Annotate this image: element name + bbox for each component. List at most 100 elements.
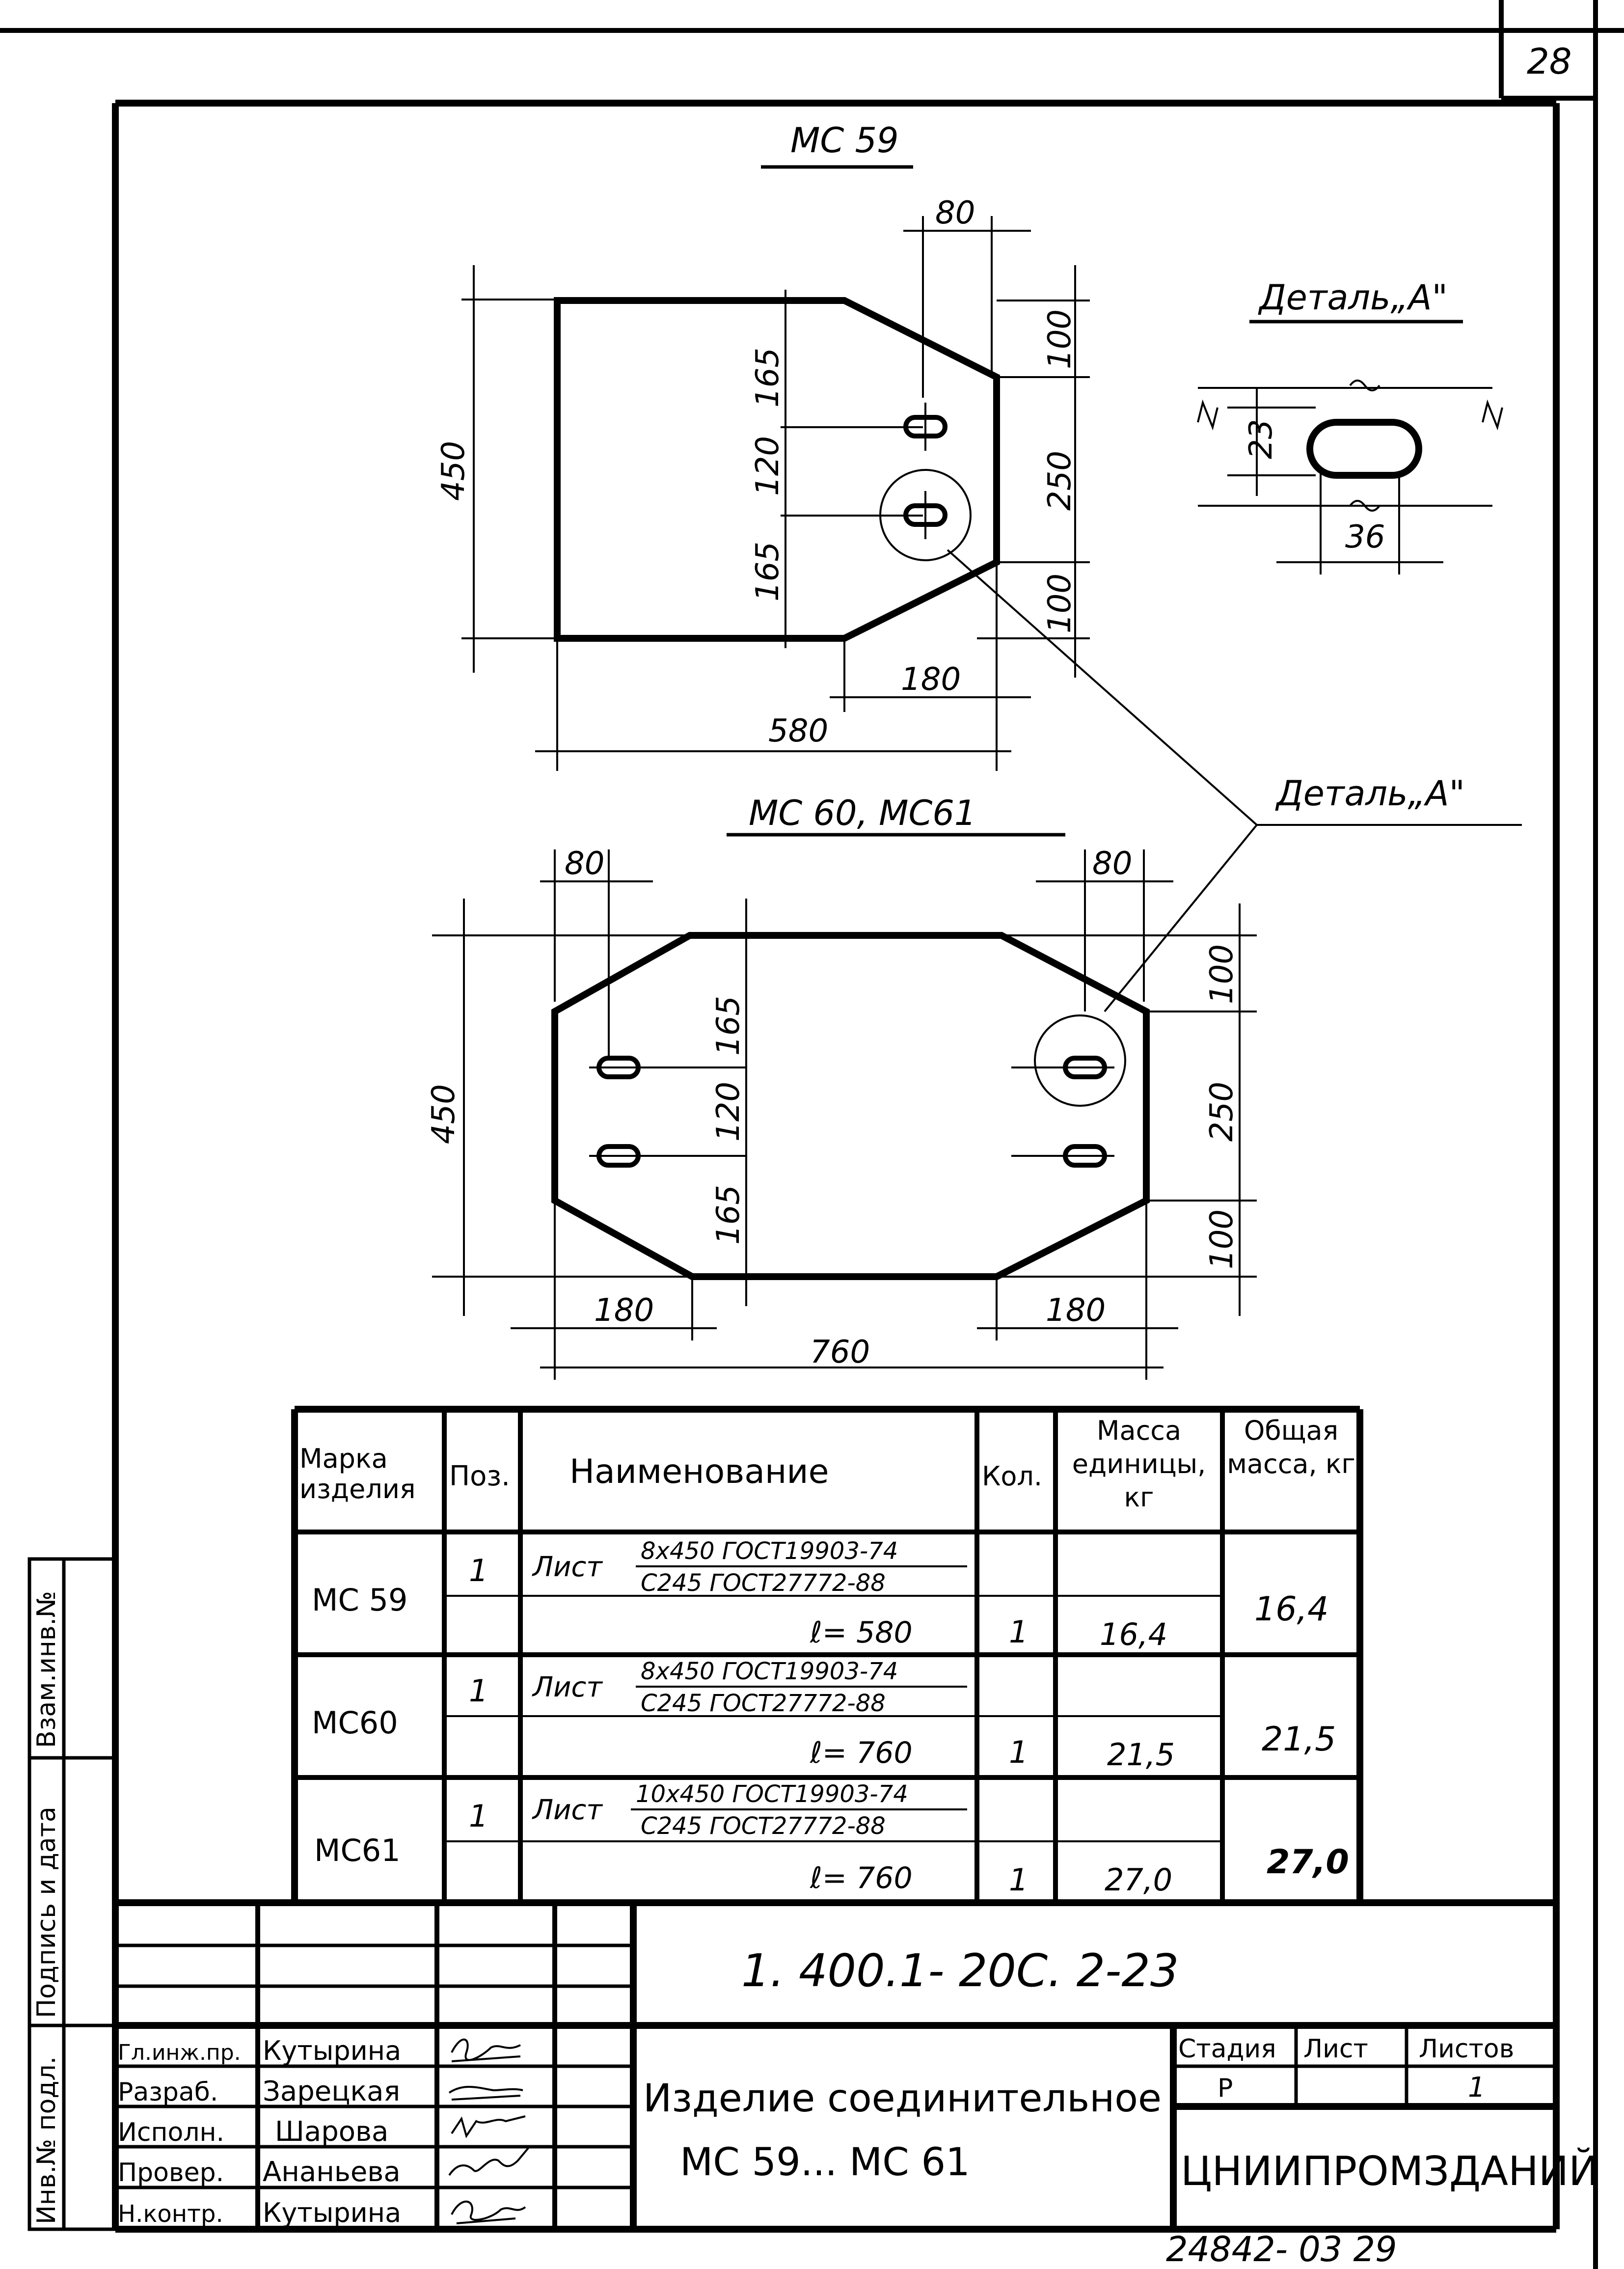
row-word: Лист [532,1794,603,1826]
row-total-mass: 21,5 [1262,1720,1336,1759]
row-length: ℓ= 760 [810,1861,913,1895]
corner-sheet-number: 28 [1527,41,1572,82]
mc60-dim-80-left: 80 [565,846,604,882]
person-role: Исполн. [118,2118,224,2147]
mc60-dim-100-top: 100 [1204,944,1240,1004]
doc-name-line2: МС 59... МС 61 [680,2140,970,2185]
mc60-detail-circle [1034,1014,1126,1107]
mc59-dim-180: 180 [901,661,961,698]
person-role: Н.контр. [118,2200,223,2228]
row-unit-mass: 21,5 [1107,1737,1175,1773]
row-qty: 1 [1009,1614,1028,1650]
signatures [448,2038,531,2224]
detail-a-dimension-lines [1197,380,1503,574]
row-mark: МС 59 [312,1582,407,1618]
organization: ЦНИИПРОМЗДАНИЙ [1181,2147,1598,2195]
row-pos: 1 [469,1798,488,1834]
row-spec-den: С245 ГОСТ27772-88 [641,1690,886,1717]
mc59-dim-80: 80 [935,195,975,231]
header-name: Наименование [569,1452,829,1491]
header-mark: Марка изделия [299,1444,416,1504]
detail-a-leader-2 [1104,824,1258,1012]
row-mark: МС61 [314,1832,401,1868]
row-spec-den: С245 ГОСТ27772-88 [641,1812,886,1840]
spec-table: Марка изделия Поз. Наименование Кол. Мас… [291,1406,1363,1903]
signature [451,2200,526,2224]
mc60-dim-120: 120 [710,1082,747,1142]
mc60-title: МС 60, МС61 [749,793,976,833]
detail-a-leader-1 [947,549,1258,826]
header-pos: Поз. [449,1460,510,1492]
sheet-header: Лист [1303,2034,1368,2064]
person-role: Гл.инж.пр. [118,2040,241,2065]
mc60-slot-holes [589,1056,1114,1168]
person-role: Разраб. [118,2078,218,2107]
mc59-dimension-lines [461,216,1090,771]
header-qty: Кол. [982,1461,1042,1492]
row-word: Лист [532,1671,603,1703]
row-unit-mass: 27,0 [1105,1862,1172,1898]
side-stamp: Взам.инв.№ Подпись и дата Инв.№ подл. [27,1557,117,2231]
detail-a-title: Деталь„А" [1258,277,1448,318]
mc59-dim-165-bot: 165 [750,542,786,601]
people-rows: Гл.инж.пр. Кутырина Разраб. Зарецкая Исп… [118,2035,401,2228]
detail-a-slot [1306,419,1422,479]
row-length: ℓ= 580 [810,1615,913,1650]
mc60-dim-180-right: 180 [1046,1292,1106,1329]
mc59-dim-100-top: 100 [1042,309,1078,369]
row-qty: 1 [1009,1734,1028,1770]
mc60-dim-80-right: 80 [1092,846,1132,882]
detail-a: Деталь„А" 23 36 Деталь„А" [947,277,1522,1012]
spec-table-grid [291,1406,1363,1903]
row-spec-num: 8х450 ГОСТ19903-74 [641,1658,898,1685]
row-spec-num: 10х450 ГОСТ19903-74 [636,1780,908,1808]
mc59-dim-580: 580 [768,713,828,749]
doc-name-line1: Изделие соединительное [643,2077,1162,2121]
mc59-dim-165-top: 165 [750,348,786,408]
table-row: МС60 1 Лист 8х450 ГОСТ19903-74 С245 ГОСТ… [312,1658,1336,1773]
drawing-mc59: МС 59 [435,120,1090,771]
person-name: Зарецкая [263,2076,400,2107]
mc60-dimension-lines [432,849,1257,1380]
detail-a-callout: Деталь„А" [1275,773,1465,814]
signature [451,2038,521,2062]
mc59-dim-100-bot: 100 [1042,574,1078,633]
archive-number: 24842- 03 29 [1166,2229,1397,2269]
mc59-dim-450: 450 [435,441,472,501]
mc60-dim-100-bot: 100 [1204,1209,1240,1269]
mc60-dim-450: 450 [426,1084,462,1144]
detail-a-dim-36: 36 [1345,519,1385,555]
row-length: ℓ= 760 [810,1736,913,1770]
mc59-title: МС 59 [790,120,899,161]
person-name: Кутырина [263,2197,401,2228]
row-unit-mass: 16,4 [1100,1616,1167,1652]
mc60-dim-760: 760 [810,1334,870,1370]
drawing-mc60-61: МС 60, МС61 [426,793,1257,1380]
sheets-value: 1 [1468,2072,1486,2104]
stage-header: Стадия [1178,2034,1276,2064]
row-spec-den: С245 ГОСТ27772-88 [641,1569,886,1597]
title-block: 1. 400.1- 20С. 2-23 Изделие соединительн… [115,1899,1598,2229]
row-word: Лист [532,1551,603,1583]
side-stamp-inv-replace: Взам.инв.№ [32,1591,61,1748]
detail-a-dim-23: 23 [1243,419,1279,459]
side-stamp-inv-orig: Инв.№ подл. [32,2056,61,2224]
person-name: Ананьева [263,2156,401,2188]
row-pos: 1 [469,1673,488,1709]
mc59-dim-250: 250 [1042,451,1078,511]
table-row: МС61 1 Лист 10х450 ГОСТ19903-74 С245 ГОС… [314,1780,1349,1898]
mc60-dim-165-bot: 165 [710,1185,747,1245]
row-total-mass: 27,0 [1267,1843,1349,1882]
signature [448,2086,523,2101]
mc60-dim-165-top: 165 [710,996,747,1056]
doc-code: 1. 400.1- 20С. 2-23 [741,1944,1179,1997]
sheets-header: Листов [1419,2034,1514,2064]
signature [448,2145,531,2176]
title-block-grid [115,1899,1556,2229]
signature [451,2115,526,2138]
row-qty: 1 [1009,1862,1028,1898]
person-name: Шарова [275,2116,388,2148]
table-row: МС 59 1 Лист 8х450 ГОСТ19903-74 С245 ГОС… [312,1537,1328,1652]
